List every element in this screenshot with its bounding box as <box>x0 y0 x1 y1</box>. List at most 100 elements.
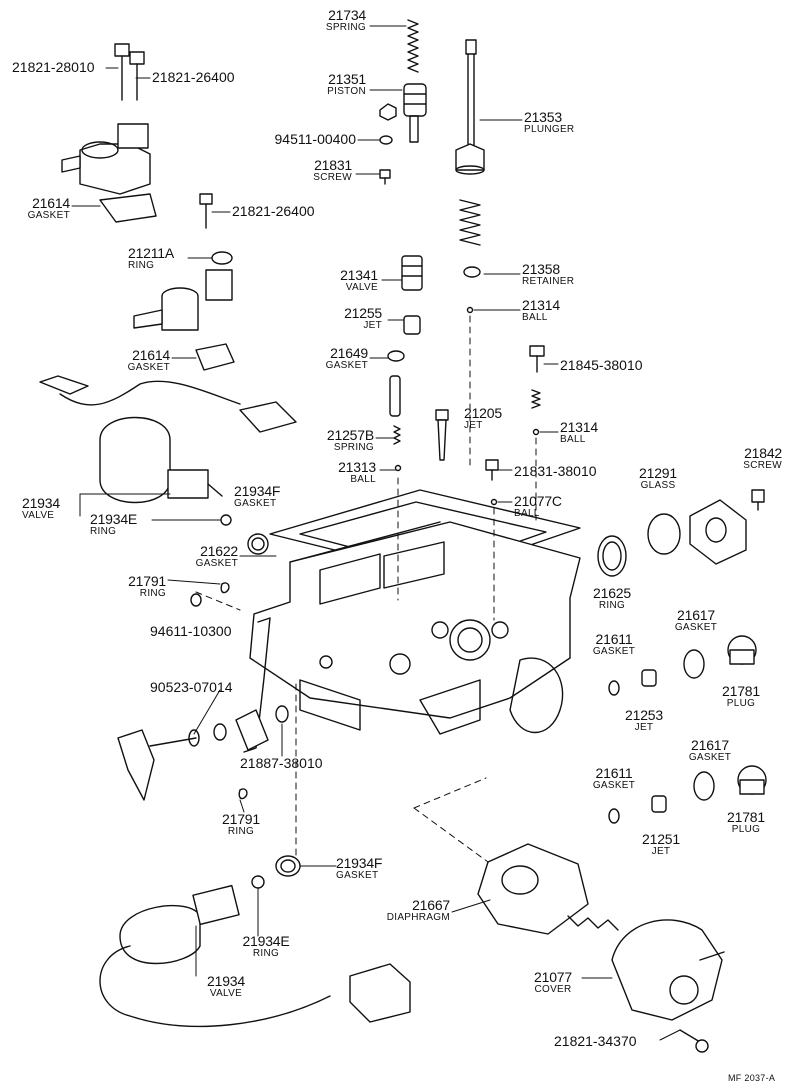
part-number: 21667 <box>412 897 450 913</box>
part-name: GASKET <box>234 498 277 509</box>
screw-21831 <box>379 169 391 185</box>
label-21821-28010: 21821-28010 <box>12 60 95 74</box>
part-name: BALL <box>514 508 540 519</box>
ball-21313 <box>394 464 402 472</box>
part-name: GASKET <box>688 752 732 763</box>
ball-21077c <box>490 498 498 506</box>
part-name: GASKET <box>27 210 70 221</box>
ring-21791-lower <box>238 788 248 800</box>
solenoid-valve-upper <box>39 375 297 504</box>
part-number: 21734 <box>328 7 366 23</box>
part-number: 21625 <box>593 585 631 601</box>
part-number: 21845-38010 <box>560 357 643 373</box>
adjust-screw-90523 <box>117 729 200 801</box>
ball-21314-top <box>466 306 474 314</box>
part-number: 21821-34370 <box>554 1033 637 1049</box>
part-number: 21831-38010 <box>514 463 597 479</box>
part-number: 94611-10300 <box>150 623 232 639</box>
part-number: 21211A <box>128 245 175 261</box>
part-number: 21842 <box>744 445 782 461</box>
choke-bracket-upper <box>61 123 157 223</box>
part-number: 21781 <box>722 683 760 699</box>
part-name: RETAINER <box>522 276 575 287</box>
part-number: 21781 <box>727 809 765 825</box>
label-21887-38010: 21887-38010 <box>240 756 323 770</box>
jet-21205 <box>435 409 449 461</box>
part-number: 21351 <box>328 71 366 87</box>
part-name: PLUNGER <box>524 124 575 135</box>
part-name: RING <box>128 260 155 271</box>
throttle-lever <box>235 617 271 753</box>
small-cap-part <box>379 103 397 121</box>
part-number: 21255 <box>344 305 382 321</box>
ring-21934e-lower <box>251 875 265 889</box>
screw-21842 <box>751 489 765 511</box>
part-name: BALL <box>560 434 586 445</box>
part-name: RING <box>227 826 255 837</box>
part-name: GASKET <box>674 622 718 633</box>
washer-94611 <box>190 593 202 607</box>
part-name: SPRING <box>325 22 366 33</box>
part-name: BALL <box>522 312 548 323</box>
part-number: 21934E <box>90 511 138 527</box>
part-number: 21314 <box>522 297 560 313</box>
label-21821-26400-mid: 21821-26400 <box>232 204 315 218</box>
washer-21887 <box>275 705 289 723</box>
part-name: RING <box>598 600 626 611</box>
gasket-21649 <box>387 350 405 362</box>
part-number: 21358 <box>522 261 560 277</box>
part-name: PISTON <box>327 86 366 97</box>
part-number: 21614 <box>32 195 70 211</box>
part-name: GLASS <box>640 480 676 491</box>
part-name: GASKET <box>592 780 636 791</box>
bolt-21845 <box>529 345 545 373</box>
part-number: 90523-07014 <box>150 679 233 695</box>
label-94611-10300: 94611-10300 <box>150 624 231 638</box>
part-number: 21341 <box>340 267 378 283</box>
part-number: 21257B <box>326 427 374 443</box>
part-number: 21353 <box>524 109 562 125</box>
part-number: 21251 <box>642 831 680 847</box>
part-number: 21314 <box>560 419 598 435</box>
part-number: 21791 <box>128 573 166 589</box>
part-name: PLUG <box>726 698 756 709</box>
ring-21934e-upper <box>220 514 232 526</box>
spring-plunger <box>459 199 481 246</box>
jet-21255 <box>403 315 421 335</box>
plunger-21353 <box>455 39 485 175</box>
part-number: 21253 <box>625 707 663 723</box>
part-number: 21649 <box>330 345 368 361</box>
dashed-guides <box>195 315 537 863</box>
solenoid-valve-lower <box>99 884 411 1028</box>
part-number: 21934E <box>242 933 290 949</box>
part-name: GASKET <box>195 558 238 569</box>
bolt-21821-34370 <box>679 1029 709 1053</box>
plug-21781-lower <box>737 765 767 795</box>
part-number: 21617 <box>691 737 729 753</box>
label-21831-38010: 21831-38010 <box>514 464 597 478</box>
spring-21257b <box>393 425 401 445</box>
part-name: RING <box>252 948 280 959</box>
